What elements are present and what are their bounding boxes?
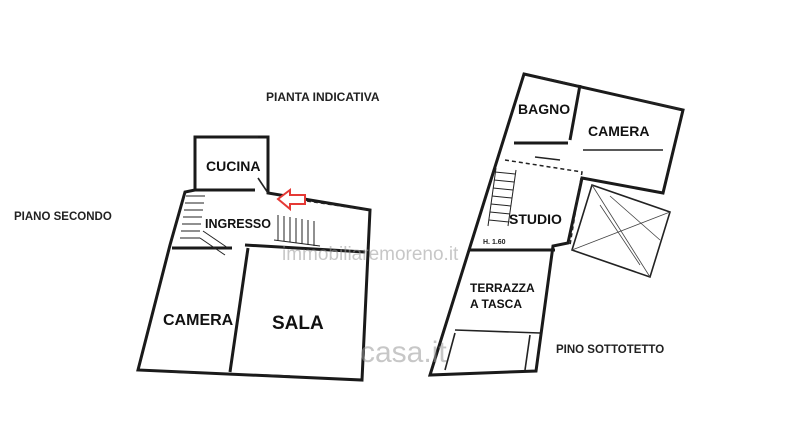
plan-title: PIANTA INDICATIVA	[266, 90, 380, 104]
room-label-attic-camera: CAMERA	[588, 123, 649, 139]
living-top-wall	[244, 243, 366, 254]
attic-window-1	[539, 76, 576, 86]
terrace-bottom-line	[454, 329, 541, 334]
attic-outer-walls	[427, 72, 685, 377]
entrance-arrow-icon	[276, 188, 306, 212]
room-label-terrazza: TERRAZZA	[470, 281, 535, 295]
bedroom-living-wall	[228, 247, 250, 373]
living-window	[264, 374, 291, 377]
room-label-cucina: CUCINA	[206, 158, 260, 174]
room-label-studio: STUDIO	[509, 211, 562, 227]
attic-window-2	[639, 99, 681, 110]
room-label-camera: CAMERA	[163, 312, 234, 329]
studio-dashed	[504, 159, 583, 246]
kitchen-door	[257, 177, 269, 194]
attic-stairs	[487, 167, 517, 227]
room-label-bagno: BAGNO	[518, 101, 570, 117]
stairs-left	[180, 195, 229, 256]
bath-bedroom-wall	[568, 84, 582, 141]
room-label-a-tasca: A TASCA	[470, 297, 522, 311]
terrace-inner-right	[524, 334, 531, 371]
portal-watermark: casa.it	[360, 336, 447, 369]
second-floor-plan	[136, 135, 372, 382]
attic-floor-name: PINO SOTTOTETTO	[556, 344, 664, 356]
site-watermark: immobiliaremoreno.it	[282, 244, 459, 265]
second-floor-outer-walls	[136, 135, 372, 382]
studio-window	[534, 156, 561, 161]
attic-floor-plan	[427, 72, 685, 377]
room-label-ingresso: INGRESSO	[205, 217, 271, 231]
height-note: H. 1.60	[483, 239, 506, 246]
ingresso-dashed-line	[299, 199, 369, 211]
second-floor-name: PIANO SECONDO	[14, 211, 112, 223]
stairs-right	[273, 215, 321, 247]
terrace-inner-left	[444, 332, 456, 371]
bedroom-window	[169, 371, 196, 374]
room-label-sala: SALA	[272, 313, 324, 334]
skylight-void	[571, 183, 671, 279]
